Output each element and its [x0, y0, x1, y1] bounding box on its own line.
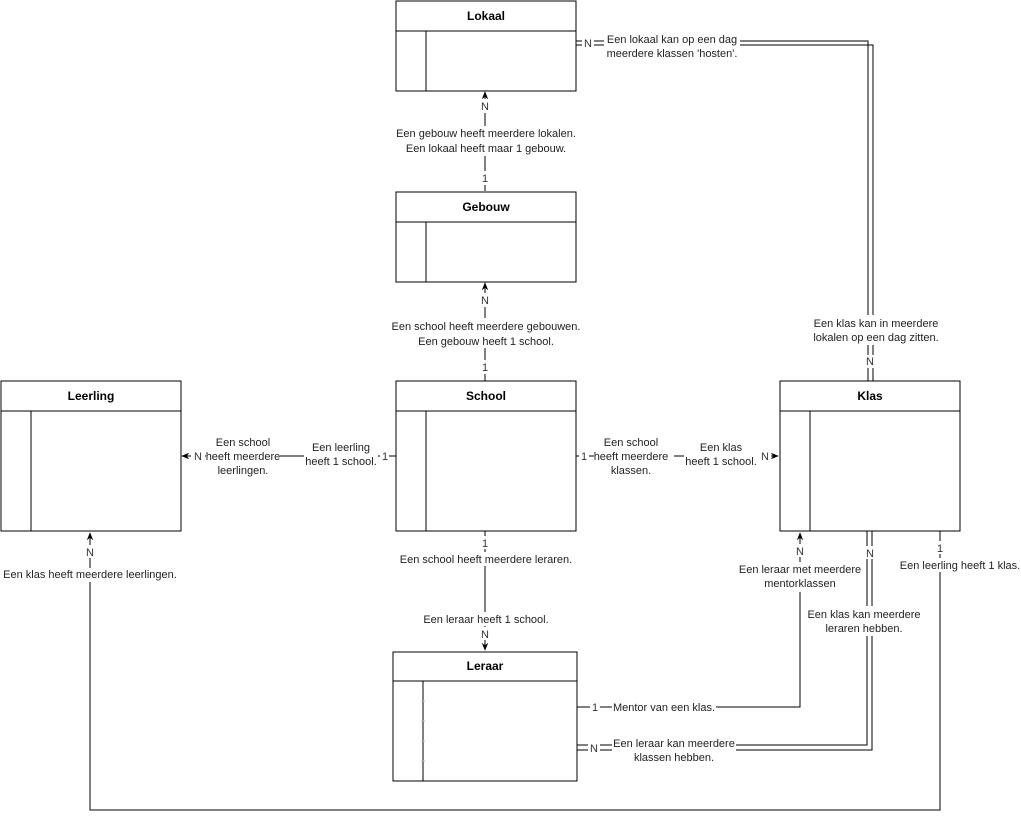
label-school-gebouw-2: Een gebouw heeft 1 school.	[418, 336, 554, 348]
label-school-klas-b-1: Een klas	[700, 442, 743, 454]
card-school-leerling-from: 1	[382, 451, 388, 463]
entity-title-klas: Klas	[857, 389, 883, 403]
card-gebouw-lokaal-to: N	[481, 101, 489, 113]
card-school-gebouw-to: N	[481, 295, 489, 307]
entity-klas[interactable]: Klas	[779, 380, 961, 532]
label-school-leerling-b-1: Een leerling	[312, 442, 370, 454]
label-leraar-klas-mentor-b-2: mentorklassen	[764, 578, 836, 590]
label-school-leerling-a-1: Een school	[216, 437, 270, 449]
entity-title-lokaal: Lokaal	[467, 9, 505, 23]
label-gebouw-lokaal-2: Een lokaal heeft maar 1 gebouw.	[406, 143, 566, 155]
entity-leerling[interactable]: Leerling	[0, 380, 182, 532]
card-lokaal-klas-from: N	[584, 38, 592, 50]
label-leraar-klas-many-b-2: leraren hebben.	[825, 623, 902, 635]
label-school-leraar-a: Een school heeft meerdere leraren.	[400, 554, 572, 566]
label-lokaal-klas-a-1: Een lokaal kan op een dag	[607, 34, 737, 46]
label-school-leerling-a-3: leerlingen.	[218, 465, 269, 477]
label-lokaal-klas-a-2: meerdere klassen 'hosten'.	[607, 48, 738, 60]
labels: N Een gebouw heeft meerdere lokalen. Een…	[2, 32, 1021, 766]
label-gebouw-lokaal-1: Een gebouw heeft meerdere lokalen.	[396, 128, 576, 140]
entity-leraar[interactable]: Leraar	[392, 651, 578, 782]
label-school-klas-a-3: klassen.	[611, 465, 651, 477]
label-leraar-klas-many-a-2: klassen hebben.	[634, 752, 714, 764]
label-school-klas-a-1: Een school	[604, 437, 658, 449]
card-school-leraar-from: 1	[482, 538, 488, 550]
entity-title-leerling: Leerling	[68, 389, 115, 403]
label-leraar-klas-many-a-1: Een leraar kan meerdere	[613, 738, 735, 750]
entity-lokaal[interactable]: Lokaal	[395, 0, 577, 92]
card-school-leerling-to: N	[194, 451, 202, 463]
card-gebouw-lokaal-from: 1	[482, 173, 488, 185]
card-school-klas-from: 1	[581, 451, 587, 463]
edge-klas-leerling[interactable]	[86, 531, 941, 811]
label-klas-leerling-a: Een leerling heeft 1 klas.	[900, 560, 1020, 572]
entity-title-gebouw: Gebouw	[462, 200, 510, 214]
card-klas-leerling-from: 1	[937, 543, 943, 555]
entity-title-school: School	[466, 389, 506, 403]
label-school-gebouw-1: Een school heeft meerdere gebouwen.	[392, 321, 581, 333]
entity-gebouw[interactable]: Gebouw	[395, 191, 577, 283]
label-klas-leerling-b: Een klas heeft meerdere leerlingen.	[3, 569, 177, 581]
entity-title-leraar: Leraar	[467, 659, 504, 673]
label-school-leerling-a-2: heeft meerdere	[206, 451, 281, 463]
label-leraar-klas-mentor-a: Mentor van een klas.	[613, 702, 715, 714]
label-leraar-klas-many-b-1: Een klas kan meerdere	[807, 609, 920, 621]
card-leraar-klas-many-from: N	[590, 743, 598, 755]
edge-leraar-klas-mentor[interactable]	[577, 532, 804, 708]
entity-school[interactable]: School	[395, 380, 577, 532]
card-school-gebouw-from: 1	[482, 362, 488, 374]
card-school-klas-to: N	[761, 451, 769, 463]
label-leraar-klas-mentor-b-1: Een leraar met meerdere	[739, 564, 861, 576]
label-school-klas-a-2: heeft meerdere	[594, 451, 669, 463]
card-klas-leerling-to: N	[86, 547, 94, 559]
label-lokaal-klas-b-1: Een klas kan in meerdere	[814, 318, 939, 330]
card-lokaal-klas-to: N	[866, 356, 874, 368]
card-leraar-klas-many-to: N	[866, 548, 874, 560]
label-school-klas-b-2: heeft 1 school.	[685, 456, 757, 468]
card-school-leraar-to: N	[481, 629, 489, 641]
label-school-leraar-b: Een leraar heeft 1 school.	[423, 614, 548, 626]
label-lokaal-klas-b-2: lokalen op een dag zitten.	[813, 332, 938, 344]
card-leraar-klas-mentor-to: N	[796, 546, 804, 558]
label-school-leerling-b-2: heeft 1 school.	[305, 456, 377, 468]
card-leraar-klas-mentor-from: 1	[592, 702, 598, 714]
